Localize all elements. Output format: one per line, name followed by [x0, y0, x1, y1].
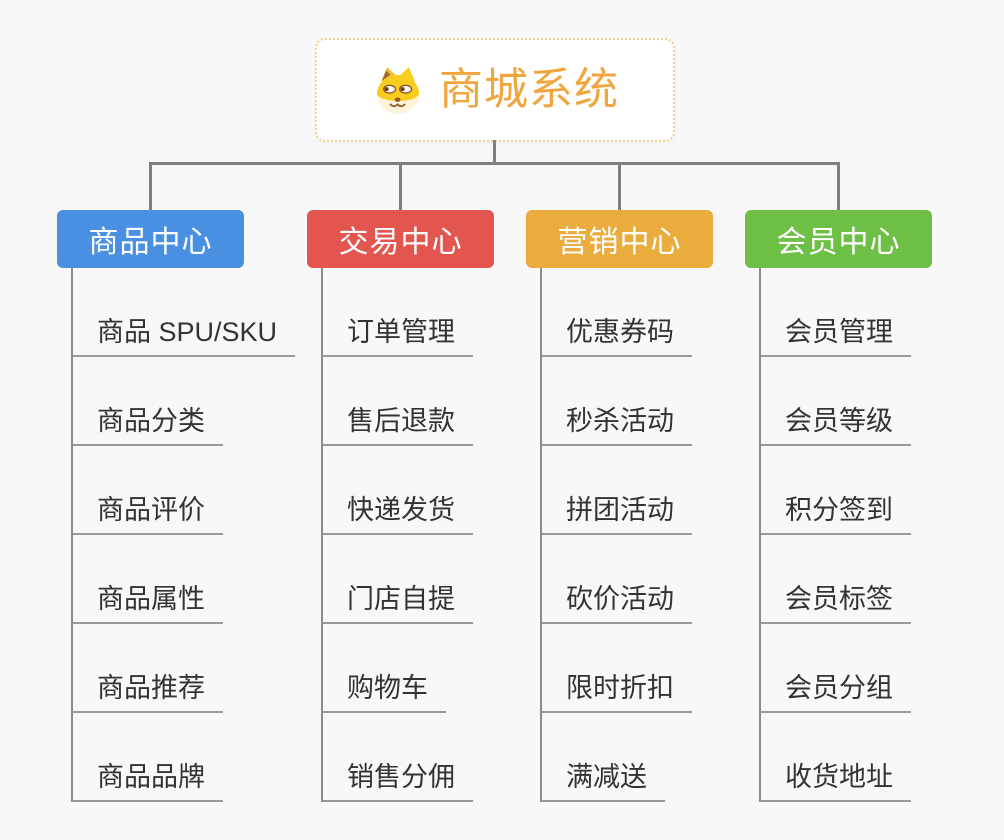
leaf-node[interactable]: 会员标签 — [761, 582, 911, 624]
leaf-node[interactable]: 会员管理 — [761, 315, 911, 357]
leaf-node[interactable]: 积分签到 — [761, 493, 911, 535]
connector-drop-branch-3 — [618, 162, 621, 210]
leaf-node[interactable]: 销售分佣 — [323, 760, 473, 802]
leaf-node[interactable]: 商品分类 — [73, 404, 223, 446]
leaf-node[interactable]: 优惠券码 — [542, 315, 692, 357]
leaf-node[interactable]: 砍价活动 — [542, 582, 692, 624]
leaf-node[interactable]: 售后退款 — [323, 404, 473, 446]
leaf-node[interactable]: 限时折扣 — [542, 671, 692, 713]
leaf-node[interactable]: 快递发货 — [323, 493, 473, 535]
connector-drop-branch-4 — [837, 162, 840, 210]
leaf-node[interactable]: 商品属性 — [73, 582, 223, 624]
leaf-node[interactable]: 秒杀活动 — [542, 404, 692, 446]
leaf-node[interactable]: 商品品牌 — [73, 760, 223, 802]
leaf-node[interactable]: 会员等级 — [761, 404, 911, 446]
branch-header-marketing[interactable]: 营销中心 — [526, 210, 713, 268]
connector-root-vertical — [493, 140, 496, 163]
doge-icon — [376, 67, 420, 114]
root-node[interactable]: 商城系统 — [315, 38, 675, 142]
leaf-node[interactable]: 订单管理 — [323, 315, 473, 357]
leaf-node[interactable]: 商品评价 — [73, 493, 223, 535]
branch-column-trade: 订单管理 售后退款 快递发货 门店自提 购物车 销售分佣 — [321, 268, 563, 802]
root-title: 商城系统 — [439, 65, 619, 114]
leaf-node[interactable]: 会员分组 — [761, 671, 911, 713]
branch-column-member: 会员管理 会员等级 积分签到 会员标签 会员分组 收货地址 — [759, 268, 1001, 802]
branch-header-member[interactable]: 会员中心 — [745, 210, 932, 268]
leaf-node[interactable]: 收货地址 — [761, 760, 911, 802]
connector-horizontal-bar — [149, 162, 840, 165]
branch-column-product: 商品 SPU/SKU 商品分类 商品评价 商品属性 商品推荐 商品品牌 — [71, 268, 313, 802]
connector-drop-branch-1 — [149, 162, 152, 210]
leaf-node[interactable]: 购物车 — [323, 671, 446, 713]
branch-header-trade[interactable]: 交易中心 — [307, 210, 494, 268]
connector-drop-branch-2 — [399, 162, 402, 210]
branch-column-marketing: 优惠券码 秒杀活动 拼团活动 砍价活动 限时折扣 满减送 — [540, 268, 782, 802]
leaf-node[interactable]: 拼团活动 — [542, 493, 692, 535]
leaf-node[interactable]: 满减送 — [542, 760, 665, 802]
leaf-node[interactable]: 商品推荐 — [73, 671, 223, 713]
branch-header-product[interactable]: 商品中心 — [57, 210, 244, 268]
leaf-node[interactable]: 商品 SPU/SKU — [73, 315, 296, 357]
leaf-node[interactable]: 门店自提 — [323, 582, 473, 624]
